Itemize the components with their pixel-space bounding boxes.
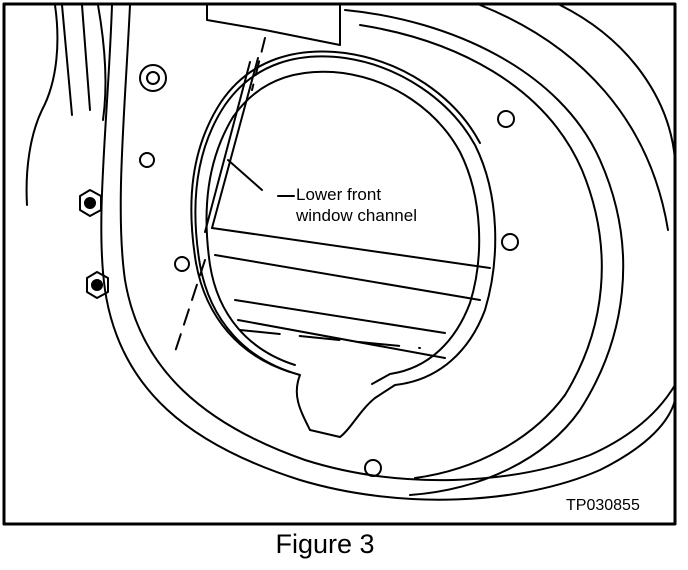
glass-line-4	[237, 319, 446, 359]
mounting-hole-1	[139, 64, 167, 92]
access-hole-rim	[190, 50, 481, 373]
mounting-hole-3	[174, 256, 190, 272]
top-bracket	[206, 4, 341, 46]
reference-code: TP030855	[566, 497, 640, 514]
door-frame-left-inner-1	[61, 4, 73, 116]
right-flange-outer	[344, 9, 625, 496]
window-channel-line-1	[211, 57, 259, 229]
figure-border	[2, 2, 677, 526]
mounting-hole-1-inner	[146, 71, 160, 85]
door-frame-left-inner-3	[97, 4, 107, 121]
mounting-hole-4	[497, 110, 515, 128]
access-hole-outer	[194, 55, 497, 438]
glass-line-2	[214, 254, 481, 301]
right-edge-curve-2	[559, 4, 676, 161]
window-channel-line-2	[204, 61, 251, 233]
right-edge-curve-1	[479, 4, 669, 231]
inner-panel-ridge	[119, 4, 676, 482]
mounting-hole-5	[501, 233, 519, 251]
access-hole-inner	[205, 70, 481, 385]
hex-bolt-upper	[79, 189, 102, 217]
window-channel-diagonal	[227, 159, 263, 191]
figure-caption: Figure 3	[275, 529, 375, 559]
glass-line-5	[239, 329, 421, 349]
door-frame-left-edge	[25, 4, 59, 206]
hex-bolt-lower	[86, 271, 109, 299]
mounting-hole-6	[364, 459, 382, 477]
right-flange-inner	[359, 24, 603, 479]
callout-label-line2: window channel	[296, 206, 417, 225]
glass-line-1	[211, 227, 491, 269]
dashed-guide-bottom	[174, 259, 206, 353]
glass-line-3	[234, 299, 446, 334]
callout-label-line1: Lower front	[296, 185, 382, 204]
door-frame-left-inner-2	[81, 4, 91, 111]
mounting-hole-2	[139, 152, 155, 168]
dashed-guide-top	[251, 37, 266, 91]
